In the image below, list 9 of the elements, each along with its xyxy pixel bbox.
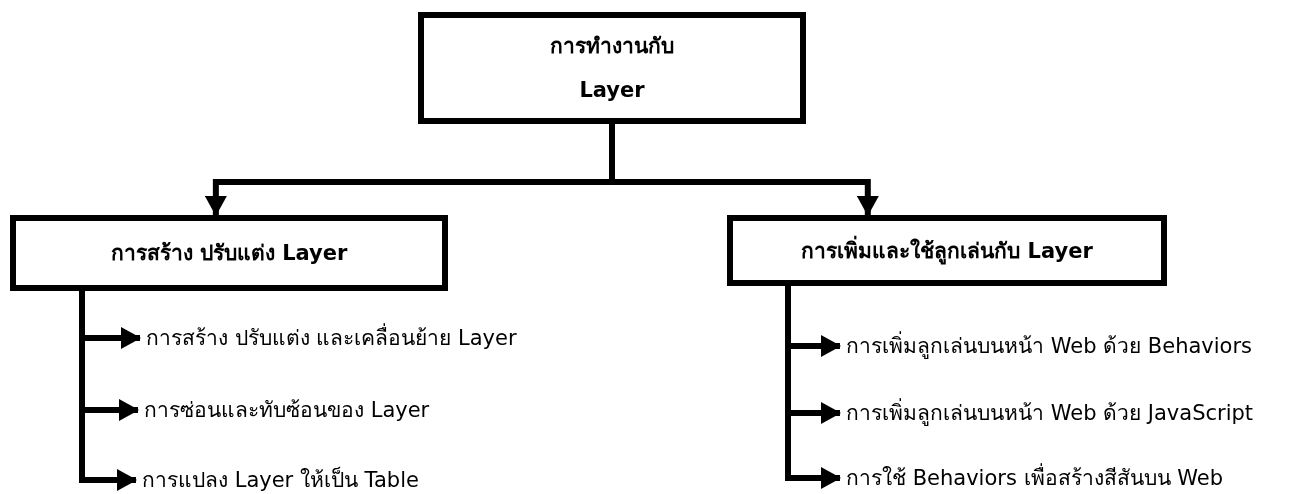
item-text: การซ่อนและทับซ้อนของ Layer bbox=[144, 396, 430, 424]
topic-box: การเพิ่มและใช้ลูกเล่นกับ Layer bbox=[727, 215, 1167, 286]
item-text: การเพิ่มลูกเล่นบนหน้า Web ด้วย JavaScript bbox=[846, 399, 1254, 427]
item-text: การแปลง Layer ให้เป็น Table bbox=[142, 466, 419, 494]
item-text: การสร้าง ปรับแต่ง และเคลื่อนย้าย Layer bbox=[146, 324, 517, 352]
item-text: การใช้ Behaviors เพื่อสร้างสีสันบน Web bbox=[846, 464, 1223, 492]
title-box: การทำงานกับ Layer bbox=[418, 12, 806, 124]
item-text: การเพิ่มลูกเล่นบนหน้า Web ด้วย Behaviors bbox=[846, 332, 1252, 360]
topic-box: การสร้าง ปรับแต่ง Layer bbox=[10, 215, 448, 291]
